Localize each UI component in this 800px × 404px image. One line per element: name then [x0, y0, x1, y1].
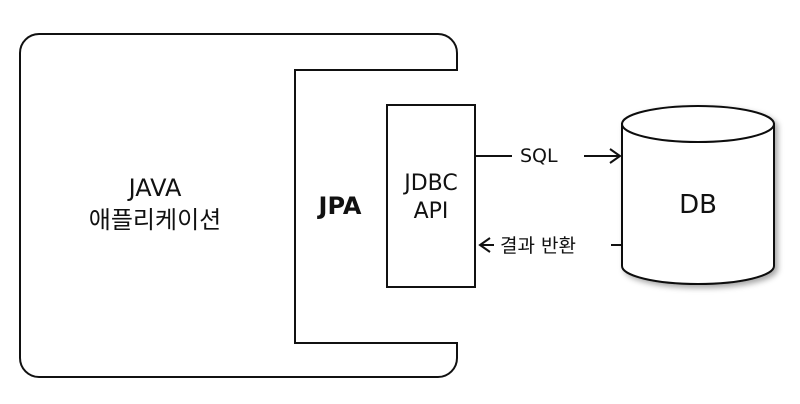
jdbc-api-label: JDBC API — [388, 170, 474, 226]
result-arrow-label: 결과 반환 — [500, 235, 576, 257]
database-cylinder — [621, 105, 775, 285]
sql-arrow-label: SQL — [520, 145, 558, 167]
java-application-label: JAVA 애플리케이션 — [40, 172, 270, 236]
db-label: DB — [679, 190, 717, 220]
jdbc-api-box — [386, 104, 476, 288]
result-arrow — [478, 237, 622, 253]
jdbc-api-label-line1: JDBC — [404, 171, 458, 196]
jdbc-api-label-line2: API — [413, 199, 449, 224]
jpa-label: JPA — [318, 192, 362, 220]
sql-arrow — [476, 148, 622, 164]
java-application-label-line2: 애플리케이션 — [88, 206, 222, 234]
java-application-label-line1: JAVA — [128, 174, 182, 202]
